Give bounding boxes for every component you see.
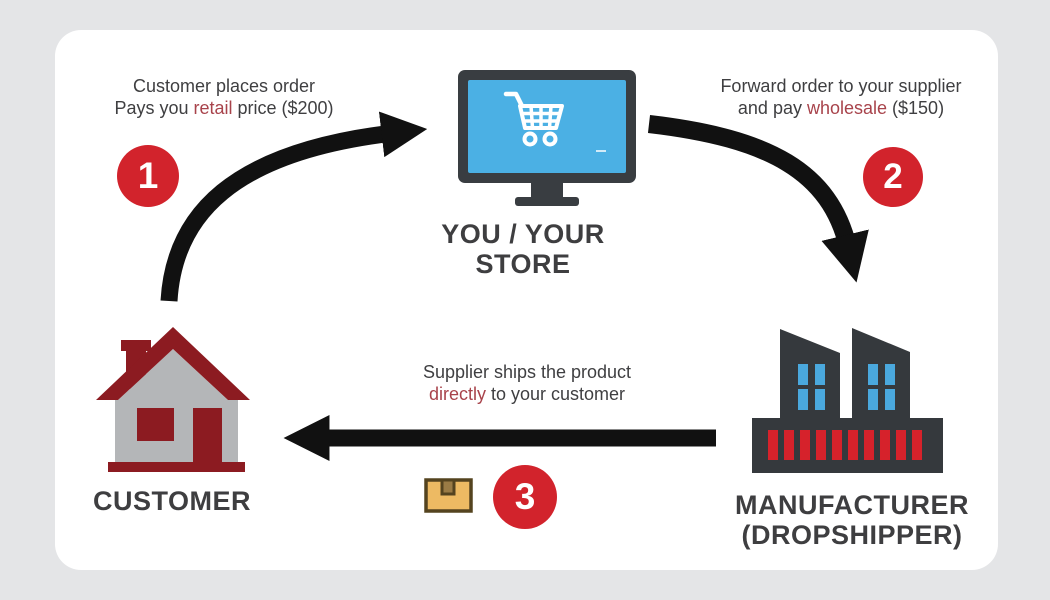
step2-caption-line1: Forward order to your supplier — [720, 76, 962, 96]
step2-number: 2 — [883, 157, 903, 196]
shopping-cart-icon — [503, 91, 564, 147]
step3-badge: 3 — [493, 465, 557, 529]
step1-caption-line1: Customer places order — [132, 76, 316, 96]
step3-caption-line2: directly to your customer — [428, 384, 626, 404]
step3-caption-line1: Supplier ships the product — [422, 362, 632, 382]
shipping-box-icon — [424, 478, 473, 513]
factory-icon — [752, 328, 943, 473]
step1-number: 1 — [137, 155, 159, 196]
manufacturer-label-line1: MANUFACTURER — [735, 490, 969, 520]
manufacturer-label: MANUFACTURER (DROPSHIPPER) — [727, 490, 977, 550]
step2-highlight-word: wholesale — [806, 98, 888, 118]
step2-caption: Forward order to your supplier and pay w… — [710, 75, 972, 119]
monitor-stand-base — [515, 197, 579, 206]
step2-badge: 2 — [863, 147, 923, 207]
step1-highlight-word: retail — [193, 98, 233, 118]
step1-caption-line2: Pays you retail price ($200) — [114, 98, 334, 118]
screen-glare — [596, 150, 606, 152]
step1-caption: Customer places order Pays you retail pr… — [96, 75, 352, 119]
store-label: YOU / YOUR STORE — [441, 219, 605, 279]
step3-highlight-word: directly — [428, 384, 486, 404]
house-icon — [96, 327, 250, 472]
customer-label: CUSTOMER — [92, 486, 251, 516]
step3-caption: Supplier ships the product directly to y… — [398, 361, 656, 405]
monitor-stand-neck — [531, 183, 563, 198]
step2-caption-line2: and pay wholesale ($150) — [737, 98, 945, 118]
step1-badge: 1 — [117, 145, 179, 207]
manufacturer-label-line2: (DROPSHIPPER) — [741, 520, 963, 550]
step3-number: 3 — [514, 476, 536, 517]
